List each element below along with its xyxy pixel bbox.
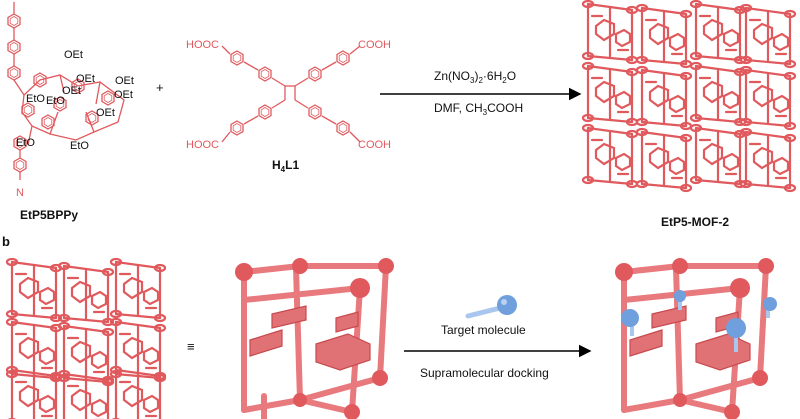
target-molecule-label: Target molecule — [441, 323, 526, 337]
mof-structure-drawing — [581, 0, 797, 193]
substituent-label: EtO — [16, 137, 35, 149]
substituent-label: OEt — [96, 107, 115, 119]
plus-sign: + — [156, 80, 164, 95]
substituent-label: OEt — [114, 89, 133, 101]
equivalence-sign: ≡ — [187, 339, 195, 354]
carboxyl-group-label: COOH — [358, 39, 391, 51]
docked-guest-molecules — [621, 290, 777, 352]
reactant1-name: EtP5BPPy — [20, 208, 78, 222]
framework-model-empty — [235, 258, 394, 419]
framework-model-docked — [615, 258, 777, 419]
substituent-label: OEt — [62, 85, 81, 97]
mof-crystal-structure — [5, 257, 167, 419]
substituent-label: EtO — [46, 95, 65, 107]
product-name: EtP5-MOF-2 — [661, 215, 729, 229]
substituent-label: OEt — [115, 75, 134, 87]
linker-name: H4L1 — [272, 158, 299, 174]
substituent-label: EtO — [70, 140, 89, 152]
reactant-etp5bppy: OEt OEt EtO OEt EtO OEt OEt EtO OEt EtO … — [7, 2, 134, 222]
docking-process-label: Supramolecular docking — [420, 366, 549, 380]
product-etp5-mof-2: EtP5-MOF-2 — [581, 0, 797, 229]
nitrogen-atom-label: N — [16, 187, 24, 199]
substituent-label: OEt — [76, 73, 95, 85]
substituent-label: EtO — [26, 93, 45, 105]
carboxyl-group-label: HOOC — [186, 139, 219, 151]
carboxyl-group-label: COOH — [358, 139, 391, 151]
reactant-h4l1: HOOC COOH HOOC COOH H4L1 — [186, 39, 391, 174]
pillararene-drawing — [13, 2, 125, 180]
target-molecule-icon — [465, 295, 517, 319]
panel-b-label: b — [2, 234, 10, 249]
reagent-label: Zn(NO3)2·6H2O — [434, 69, 516, 85]
solvent-label: DMF, CH3COOH — [434, 101, 523, 117]
reaction-conditions: Zn(NO3)2·6H2O DMF, CH3COOH — [380, 69, 582, 117]
carboxyl-group-label: HOOC — [186, 39, 219, 51]
substituent-label: OEt — [64, 49, 83, 61]
